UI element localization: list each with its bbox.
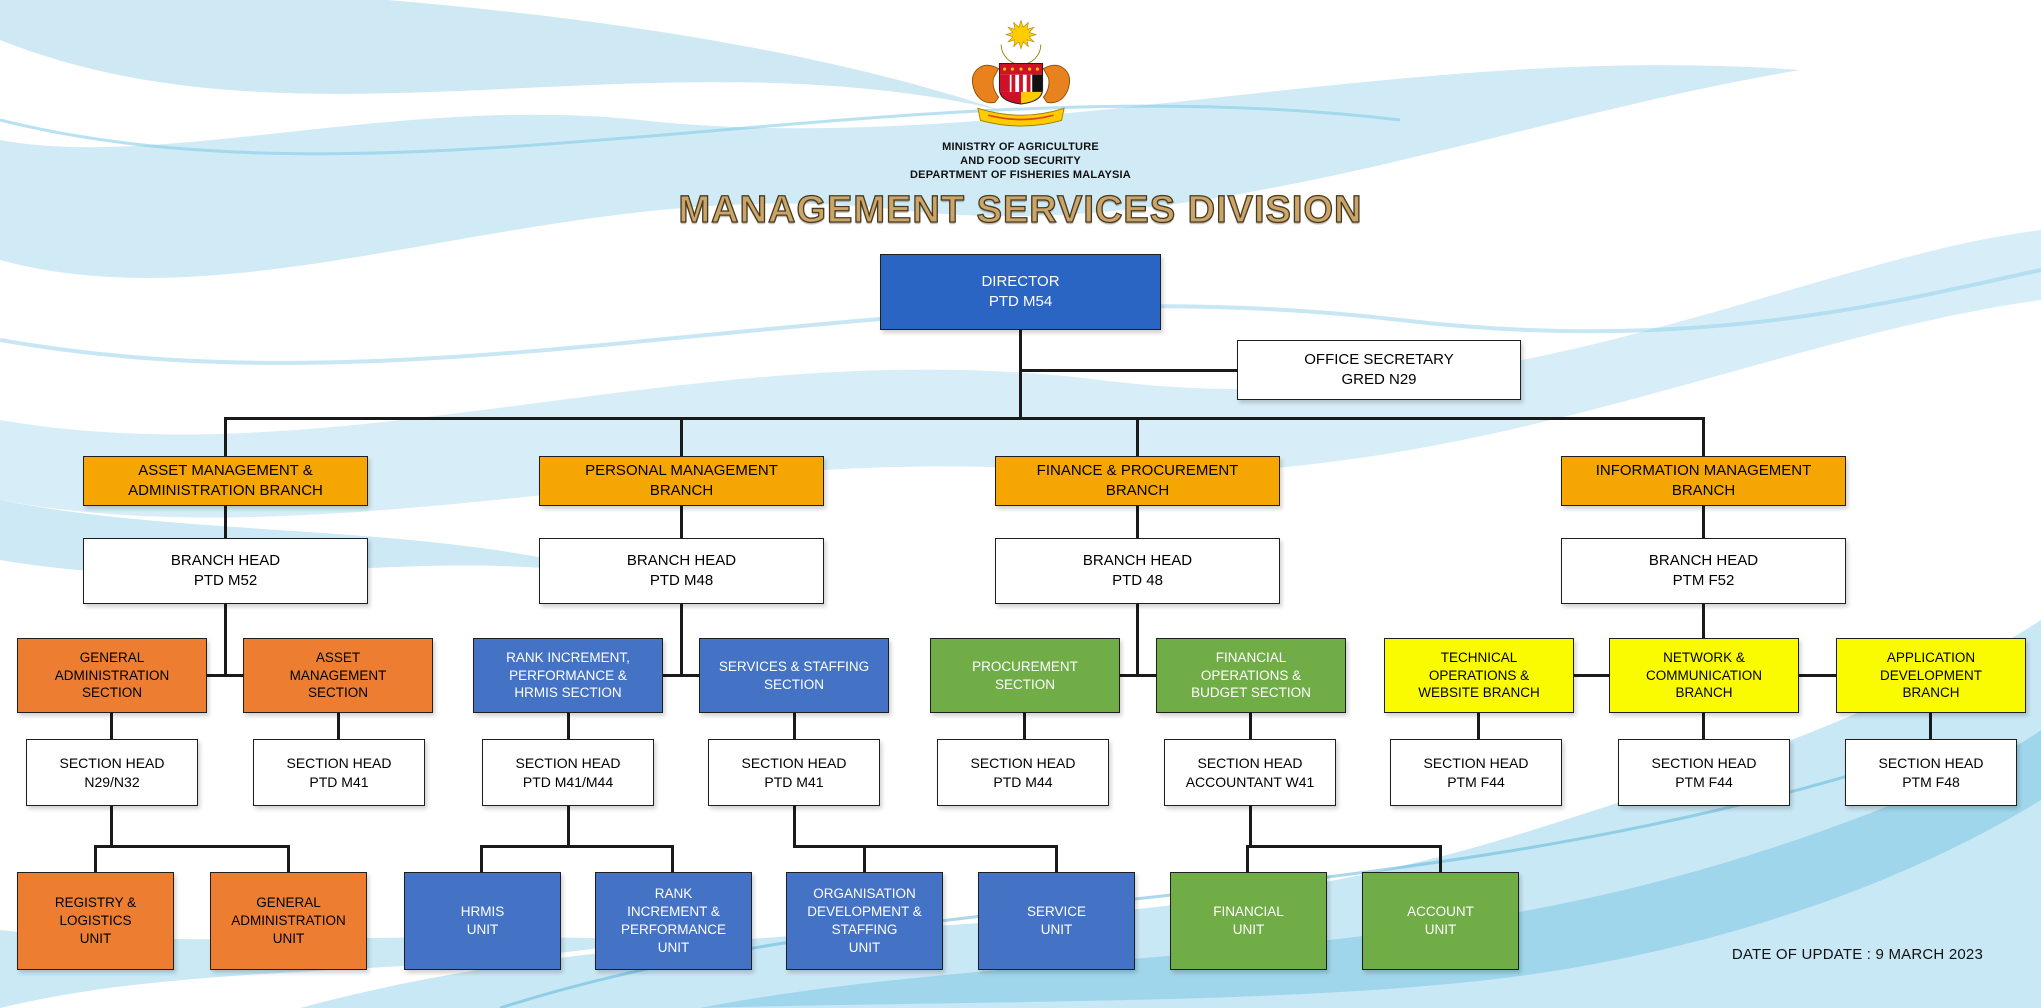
section-box-procurement: PROCUREMENT SECTION xyxy=(930,638,1120,713)
connector-branch-head-2 xyxy=(680,506,683,538)
connector-bus-branch-3 xyxy=(1136,417,1139,456)
connector-section-head-5 xyxy=(1023,713,1026,739)
connector-bus-branch-2 xyxy=(680,417,683,456)
section-box-network-communication: NETWORK & COMMUNICATION BRANCH xyxy=(1609,638,1799,713)
branch-box-information-management: INFORMATION MANAGEMENT BRANCH xyxy=(1561,456,1846,506)
connector-bus-branch-4 xyxy=(1702,417,1705,456)
branch-head-finance-procurement: BRANCH HEAD PTD 48 xyxy=(995,538,1280,604)
connector-sections-link-2 xyxy=(662,674,702,677)
malaysia-coat-of-arms-logo xyxy=(971,19,1071,127)
connector-section-head-2 xyxy=(337,713,340,739)
connector-units-d-down xyxy=(1249,806,1252,845)
branch-head-personal-management: BRANCH HEAD PTD M48 xyxy=(539,538,824,604)
connector-units-c-down xyxy=(793,806,796,845)
connector-units-c2 xyxy=(1055,845,1058,872)
unit-box-registry-logistics: REGISTRY & LOGISTICS UNIT xyxy=(17,872,174,970)
office-secretary-box: OFFICE SECRETARY GRED N29 xyxy=(1237,340,1521,400)
connector-units-a-rail xyxy=(94,845,290,848)
connector-units-d1 xyxy=(1246,845,1249,872)
section-box-asset-management: ASSET MANAGEMENT SECTION xyxy=(243,638,433,713)
connector-units-b-down xyxy=(567,806,570,845)
unit-box-account: ACCOUNT UNIT xyxy=(1362,872,1519,970)
date-of-update: DATE OF UPDATE : 9 MARCH 2023 xyxy=(1731,946,1983,963)
connector-branch-head-4 xyxy=(1702,506,1705,538)
connector-head-sections-2 xyxy=(680,604,683,677)
connector-head-sections-3 xyxy=(1136,604,1139,677)
connector-bus-branch-1 xyxy=(224,417,227,456)
page-title: MANAGEMENT SERVICES DIVISION xyxy=(678,188,1363,231)
section-box-rank-increment-hrmis: RANK INCREMENT, PERFORMANCE & HRMIS SECT… xyxy=(473,638,663,713)
section-head-general-administration: SECTION HEAD N29/N32 xyxy=(26,739,198,806)
connector-section-head-1 xyxy=(110,713,113,739)
branch-box-asset-administration: ASSET MANAGEMENT & ADMINISTRATION BRANCH xyxy=(83,456,368,506)
section-head-technical-operations-website: SECTION HEAD PTM F44 xyxy=(1390,739,1562,806)
director-box: DIRECTOR PTD M54 xyxy=(880,254,1161,330)
section-box-general-administration: GENERAL ADMINISTRATION SECTION xyxy=(17,638,207,713)
connector-units-d-rail xyxy=(1246,845,1442,848)
connector-sections-link-1 xyxy=(205,674,246,677)
connector-director-down xyxy=(1019,330,1022,420)
section-head-network-communication: SECTION HEAD PTM F44 xyxy=(1618,739,1790,806)
connector-head-sections-4 xyxy=(1702,604,1705,638)
section-head-asset-management: SECTION HEAD PTD M41 xyxy=(253,739,425,806)
connector-sections-link-4a xyxy=(1572,674,1612,677)
section-box-application-development: APPLICATION DEVELOPMENT BRANCH xyxy=(1836,638,2026,713)
connector-units-c1 xyxy=(863,845,866,872)
connector-section-head-6 xyxy=(1249,713,1252,739)
connector-section-head-3 xyxy=(567,713,570,739)
branch-head-information-management: BRANCH HEAD PTM F52 xyxy=(1561,538,1846,604)
branch-box-finance-procurement: FINANCE & PROCUREMENT BRANCH xyxy=(995,456,1280,506)
section-head-services-staffing: SECTION HEAD PTD M41 xyxy=(708,739,880,806)
section-head-rank-increment-hrmis: SECTION HEAD PTD M41/M44 xyxy=(482,739,654,806)
connector-units-a-down xyxy=(110,806,113,845)
branch-head-asset-administration: BRANCH HEAD PTD M52 xyxy=(83,538,368,604)
section-box-financial-operations-budget: FINANCIAL OPERATIONS & BUDGET SECTION xyxy=(1156,638,1346,713)
connector-section-head-4 xyxy=(793,713,796,739)
section-head-financial-operations-budget: SECTION HEAD ACCOUNTANT W41 xyxy=(1164,739,1336,806)
connector-units-a2 xyxy=(287,845,290,872)
connector-branch-head-3 xyxy=(1136,506,1139,538)
connector-units-b2 xyxy=(671,845,674,872)
connector-branch-head-1 xyxy=(224,506,227,538)
section-box-technical-operations-website: TECHNICAL OPERATIONS & WEBSITE BRANCH xyxy=(1384,638,1574,713)
connector-units-b-rail xyxy=(480,845,674,848)
unit-box-organisation-development-staffing: ORGANISATION DEVELOPMENT & STAFFING UNIT xyxy=(786,872,943,970)
section-box-services-staffing: SERVICES & STAFFING SECTION xyxy=(699,638,889,713)
connector-section-head-8 xyxy=(1702,713,1705,739)
connector-units-b1 xyxy=(480,845,483,872)
connector-units-d2 xyxy=(1439,845,1442,872)
unit-box-financial: FINANCIAL UNIT xyxy=(1170,872,1327,970)
ministry-name: MINISTRY OF AGRICULTURE AND FOOD SECURIT… xyxy=(910,141,1131,181)
connector-units-a1 xyxy=(94,845,97,872)
connector-bus xyxy=(224,417,1705,420)
connector-units-c-rail xyxy=(793,845,1058,848)
connector-office-secretary xyxy=(1019,369,1239,372)
unit-box-general-administration: GENERAL ADMINISTRATION UNIT xyxy=(210,872,367,970)
connector-sections-link-4b xyxy=(1797,674,1839,677)
connector-section-head-9 xyxy=(1929,713,1932,739)
connector-section-head-7 xyxy=(1477,713,1480,739)
connector-head-sections-1 xyxy=(224,604,227,677)
unit-box-hrmis: HRMIS UNIT xyxy=(404,872,561,970)
branch-box-personal-management: PERSONAL MANAGEMENT BRANCH xyxy=(539,456,824,506)
unit-box-rank-increment-performance: RANK INCREMENT & PERFORMANCE UNIT xyxy=(595,872,752,970)
section-head-application-development: SECTION HEAD PTM F48 xyxy=(1845,739,2017,806)
unit-box-service: SERVICE UNIT xyxy=(978,872,1135,970)
connector-sections-link-3 xyxy=(1117,674,1159,677)
section-head-procurement: SECTION HEAD PTD M44 xyxy=(937,739,1109,806)
